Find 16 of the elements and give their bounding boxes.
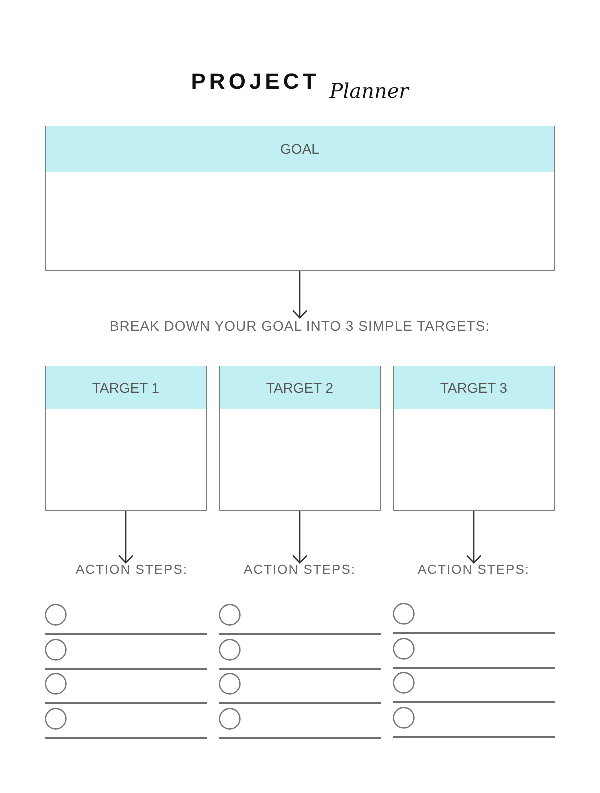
- arrow: [292, 271, 308, 319]
- instruction-text: BREAK DOWN YOUR GOAL INTO 3 SIMPLE TARGETS:: [110, 318, 490, 334]
- target-card: [45, 366, 207, 511]
- arrow: [466, 511, 482, 564]
- card-header: TARGET 2: [220, 366, 380, 409]
- section-heading: ACTION STEPS:: [76, 563, 188, 578]
- card-header: TARGET 1: [46, 366, 206, 409]
- card-header: GOAL: [46, 126, 554, 172]
- section-heading: ACTION STEPS:: [244, 563, 356, 578]
- card-header: TARGET 3: [394, 366, 554, 409]
- section-heading: ACTION STEPS:: [418, 563, 530, 578]
- goal-card: [45, 126, 555, 271]
- arrow: [118, 511, 134, 564]
- target-card: [219, 366, 381, 511]
- target-card: [393, 366, 555, 511]
- arrow: [292, 511, 308, 564]
